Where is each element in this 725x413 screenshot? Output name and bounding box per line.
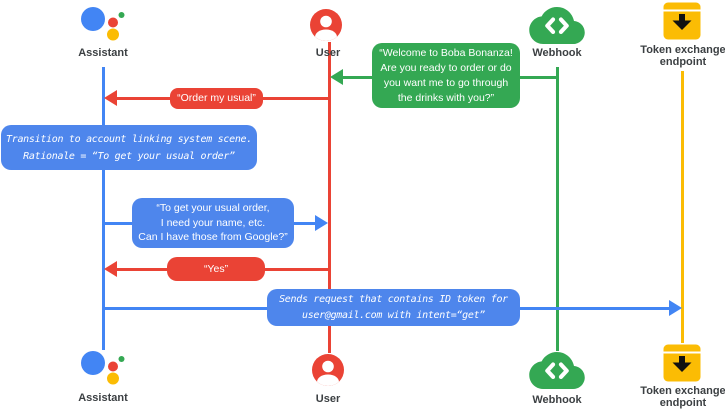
message-sends-request: Sends request that contains ID token for… [267,289,520,326]
lifeline-token-endpoint [681,71,684,343]
actor-label-line: endpoint [659,56,707,68]
actor-label-line: endpoint [659,397,707,409]
arrowhead-right-icon [315,215,328,231]
message-line: user@gmail.com with intent=“get” [301,309,486,321]
actor-label-token-endpoint-top: Token exchange endpoint [633,44,725,68]
actor-label-assistant-top: Assistant [78,47,128,59]
arrowhead-left-icon [104,261,117,277]
actor-label-webhook-bottom: Webhook [532,394,582,406]
message-line: Are you ready to order or do [380,61,512,74]
lifeline-assistant [102,67,105,350]
actor-label-line: Token exchange [640,385,725,397]
message-transition-note: Transition to account linking system sce… [1,125,257,170]
arrowhead-right-icon [669,300,682,316]
message-line: Transition to account linking system sce… [6,133,252,145]
person-icon [312,354,344,386]
message-line: I need your name, etc. [160,216,266,229]
message-line: “Order my usual” [177,92,256,104]
token-box-icon [663,2,701,40]
message-line: you want me to go through [383,76,509,89]
arrowhead-left-icon [104,90,117,106]
message-line: Rationale = “To get your usual order” [23,150,235,162]
actor-label-user-bottom: User [315,393,341,405]
lifeline-webhook [556,67,559,351]
actor-label-user-top: User [315,47,341,59]
message-order-my-usual: “Order my usual” [170,88,263,109]
actor-label-token-endpoint-bottom: Token exchange endpoint [633,385,725,409]
actor-label-assistant-bottom: Assistant [78,392,128,404]
message-line: Sends request that contains ID token for [279,294,508,305]
person-icon [310,9,342,41]
message-line: “Welcome to Boba Bonanza! [379,46,513,59]
cloud-code-icon [529,7,585,44]
message-line: “Yes” [203,262,229,275]
message-yes: “Yes” [167,257,265,281]
message-line: Can I have those from Google?” [138,231,288,244]
message-get-usual-order: “To get your usual order, I need your na… [132,198,294,248]
google-assistant-icon [79,5,127,41]
message-line: the drinks with you?” [397,91,495,104]
actor-label-webhook-top: Webhook [532,47,582,59]
message-welcome: “Welcome to Boba Bonanza! Are you ready … [372,43,520,108]
token-box-icon [663,344,701,382]
lifeline-user [328,42,331,353]
cloud-code-icon [529,352,585,389]
arrowhead-left-icon [330,69,343,85]
google-assistant-icon [79,349,127,385]
message-line: “To get your usual order, [156,202,270,215]
actor-label-line: Token exchange [640,44,725,56]
